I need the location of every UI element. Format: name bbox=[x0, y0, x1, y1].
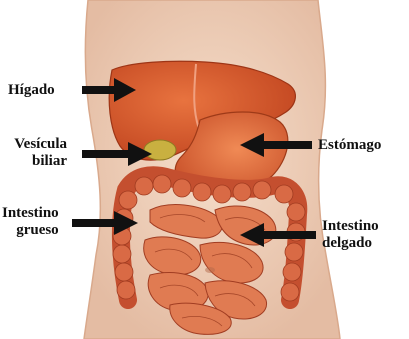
label-vesicula-line1: Vesícula bbox=[6, 136, 67, 153]
label-higado-text: Hígado bbox=[8, 82, 55, 99]
label-higado: Hígado bbox=[8, 82, 55, 99]
label-intestino-delgado-line1: Intestino bbox=[322, 218, 379, 235]
label-intestino-grueso: Intestino grueso bbox=[2, 205, 59, 239]
gallbladder bbox=[144, 140, 176, 160]
label-intestino-delgado-line2: delgado bbox=[322, 235, 379, 252]
label-intestino-delgado: Intestino delgado bbox=[322, 218, 379, 252]
label-estomago-text: Estómago bbox=[318, 137, 381, 154]
navel bbox=[205, 267, 215, 273]
label-intestino-grueso-line2: grueso bbox=[2, 222, 59, 239]
label-vesicula-line2: biliar bbox=[6, 153, 67, 170]
label-intestino-grueso-line1: Intestino bbox=[2, 205, 59, 222]
label-vesicula-biliar: Vesícula biliar bbox=[6, 136, 67, 170]
label-estomago: Estómago bbox=[318, 137, 381, 154]
